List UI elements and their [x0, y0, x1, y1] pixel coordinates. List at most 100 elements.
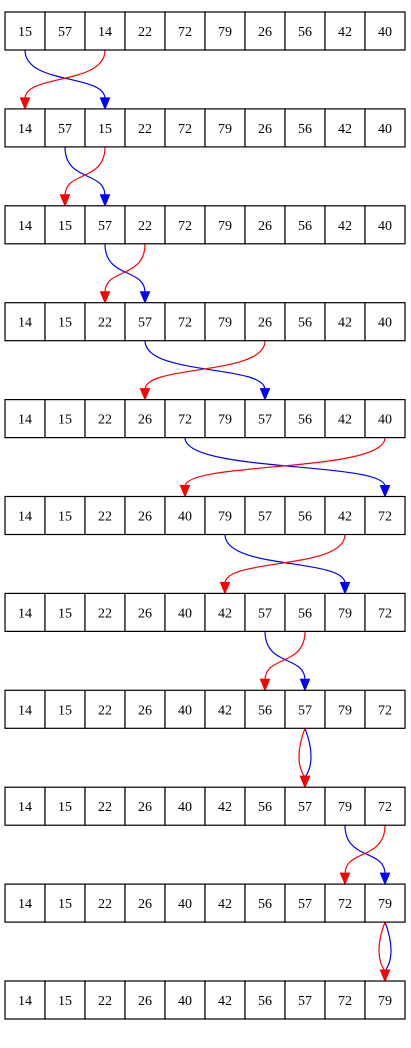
- cell-value: 14: [18, 897, 32, 912]
- array-cell: 42: [204, 786, 246, 826]
- cell-box: [244, 495, 286, 536]
- cell-value: 56: [258, 800, 272, 815]
- array-cell: 14: [4, 205, 46, 245]
- cell-box: [44, 399, 86, 439]
- array-cell: 15: [44, 302, 86, 342]
- swap-arrow-forward: [264, 631, 311, 692]
- cell-value: 22: [98, 897, 112, 912]
- cell-value: 22: [138, 122, 152, 137]
- array-cell: 14: [4, 883, 46, 923]
- cell-value: 14: [18, 994, 32, 1009]
- cell-value: 26: [258, 219, 272, 234]
- array-cell: 42: [204, 592, 246, 633]
- cell-value: 42: [338, 25, 352, 40]
- cell-value: 14: [18, 219, 32, 234]
- array-cell: 26: [124, 399, 166, 439]
- cell-box: [324, 689, 366, 729]
- arrow-line: [184, 437, 386, 487]
- cell-value: 79: [218, 122, 232, 137]
- cell-value: 79: [378, 897, 392, 912]
- array-cell: 26: [244, 108, 286, 148]
- cell-box: [284, 786, 326, 826]
- array-cell: 72: [164, 11, 206, 51]
- cell-value: 26: [138, 703, 152, 718]
- cell-value: 40: [178, 800, 192, 815]
- array-cell: 22: [84, 592, 126, 633]
- swap-arrow-backward: [99, 243, 146, 304]
- array-cell: 40: [164, 980, 206, 1020]
- array-cell: 22: [124, 205, 166, 245]
- arrow-line: [24, 49, 106, 99]
- cell-box: [84, 108, 126, 148]
- array-cell: 22: [124, 108, 166, 148]
- cell-box: [364, 980, 406, 1020]
- array-cell: 56: [244, 980, 286, 1020]
- cell-box: [204, 11, 246, 51]
- cell-box: [324, 592, 366, 633]
- array-cell: 26: [124, 786, 166, 826]
- swap-arrow-forward: [104, 243, 151, 304]
- array-cell: 72: [364, 495, 406, 536]
- cell-value: 26: [138, 994, 152, 1009]
- arrow-line: [104, 243, 146, 293]
- array-cell: 42: [324, 108, 366, 148]
- cell-box: [4, 495, 46, 536]
- cell-box: [204, 689, 246, 729]
- cell-box: [164, 11, 206, 51]
- cell-box: [164, 980, 206, 1020]
- swap-arrow-forward: [144, 340, 271, 401]
- array-cell: 42: [204, 883, 246, 923]
- cell-box: [364, 205, 406, 245]
- cell-box: [44, 980, 86, 1020]
- cell-value: 26: [138, 606, 152, 621]
- array-cell: 26: [124, 592, 166, 633]
- swap-arrow-backward: [378, 921, 391, 983]
- cell-value: 79: [218, 413, 232, 428]
- array-cell: 40: [364, 399, 406, 439]
- cell-box: [324, 399, 366, 439]
- array-cell: 15: [4, 11, 46, 51]
- cell-value: 26: [138, 413, 152, 428]
- array-cell: 22: [84, 980, 126, 1020]
- arrow-line: [224, 534, 346, 584]
- cell-box: [284, 302, 326, 342]
- arrow-line: [104, 243, 146, 293]
- cell-value: 42: [338, 510, 352, 525]
- cell-box: [204, 786, 246, 826]
- cell-box: [284, 689, 326, 729]
- cell-value: 26: [258, 122, 272, 137]
- cell-value: 26: [138, 800, 152, 815]
- array-cell: 14: [4, 786, 46, 826]
- cell-value: 72: [378, 703, 392, 718]
- cell-value: 72: [178, 219, 192, 234]
- cell-box: [204, 980, 246, 1020]
- cell-box: [204, 399, 246, 439]
- arrow-head: [139, 388, 151, 401]
- cell-box: [84, 689, 126, 729]
- cell-value: 22: [98, 413, 112, 428]
- arrow-line: [384, 921, 392, 972]
- cell-value: 57: [298, 994, 312, 1009]
- array-cell: 14: [4, 302, 46, 342]
- cell-box: [124, 108, 166, 148]
- array-cell: 15: [44, 592, 86, 633]
- array-cell: 72: [164, 399, 206, 439]
- cell-value: 22: [98, 994, 112, 1009]
- cell-value: 42: [338, 413, 352, 428]
- swap-arrows: [19, 49, 392, 983]
- cell-box: [4, 980, 46, 1020]
- cell-value: 15: [58, 219, 72, 234]
- cell-value: 15: [58, 413, 72, 428]
- array-cell: 72: [364, 786, 406, 826]
- cell-value: 56: [258, 994, 272, 1009]
- array-cell: 56: [284, 495, 326, 536]
- array-cell: 42: [324, 302, 366, 342]
- cell-box: [164, 108, 206, 148]
- cell-value: 56: [258, 703, 272, 718]
